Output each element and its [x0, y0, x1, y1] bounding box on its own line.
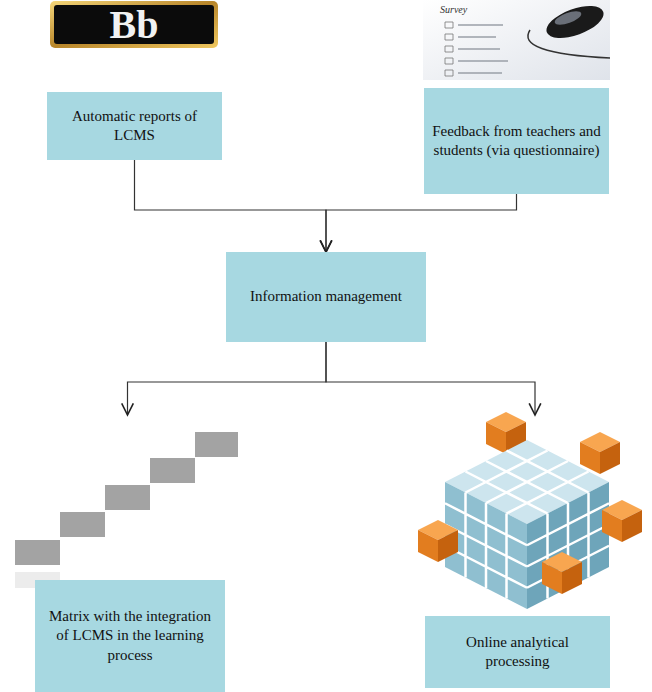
orange-cube — [418, 520, 458, 562]
illustrated-node: Online analytical processing — [425, 415, 645, 692]
stair-step — [105, 485, 150, 510]
orange-cube — [580, 432, 620, 474]
illustrated-node: Matrix with the integration of LCMS in t… — [15, 415, 240, 692]
stair-step — [195, 432, 238, 457]
cube-grid — [527, 493, 609, 599]
flow-arrow — [128, 342, 327, 415]
mouse — [542, 0, 607, 44]
survey-title: Survey — [440, 3, 500, 17]
box-text: Feedback from teachers and students (via… — [432, 122, 601, 160]
process-box: Automatic reports of LCMS — [47, 92, 222, 160]
process-box: Matrix with the integration of LCMS in t… — [35, 580, 225, 692]
box-text: Matrix with the integration of LCMS in t… — [43, 607, 217, 665]
checkboxes — [445, 22, 453, 76]
process-box: Feedback from teachers and students (via… — [424, 88, 609, 194]
logo-frame — [50, 1, 218, 48]
logo-text: Bb — [50, 1, 218, 48]
stair-step — [150, 458, 195, 483]
survey-sheet — [423, 0, 610, 80]
orange-cube — [602, 500, 642, 542]
cube-right — [527, 482, 609, 609]
box-text: Automatic reports of LCMS — [55, 107, 214, 145]
orange-cube — [542, 552, 582, 594]
flow-arrow — [326, 342, 535, 415]
stair-step — [60, 512, 105, 537]
cube-grid — [466, 451, 589, 514]
mouse-shine — [553, 9, 583, 28]
flow-arrow — [326, 194, 517, 252]
process-box: Online analytical processing — [425, 616, 610, 688]
survey-lines — [458, 25, 508, 73]
box-text: Information management — [250, 287, 402, 306]
stair-step — [15, 540, 60, 565]
box-text: Online analytical processing — [433, 633, 602, 671]
process-box: Information management — [226, 252, 426, 342]
flow-arrow — [135, 160, 327, 252]
